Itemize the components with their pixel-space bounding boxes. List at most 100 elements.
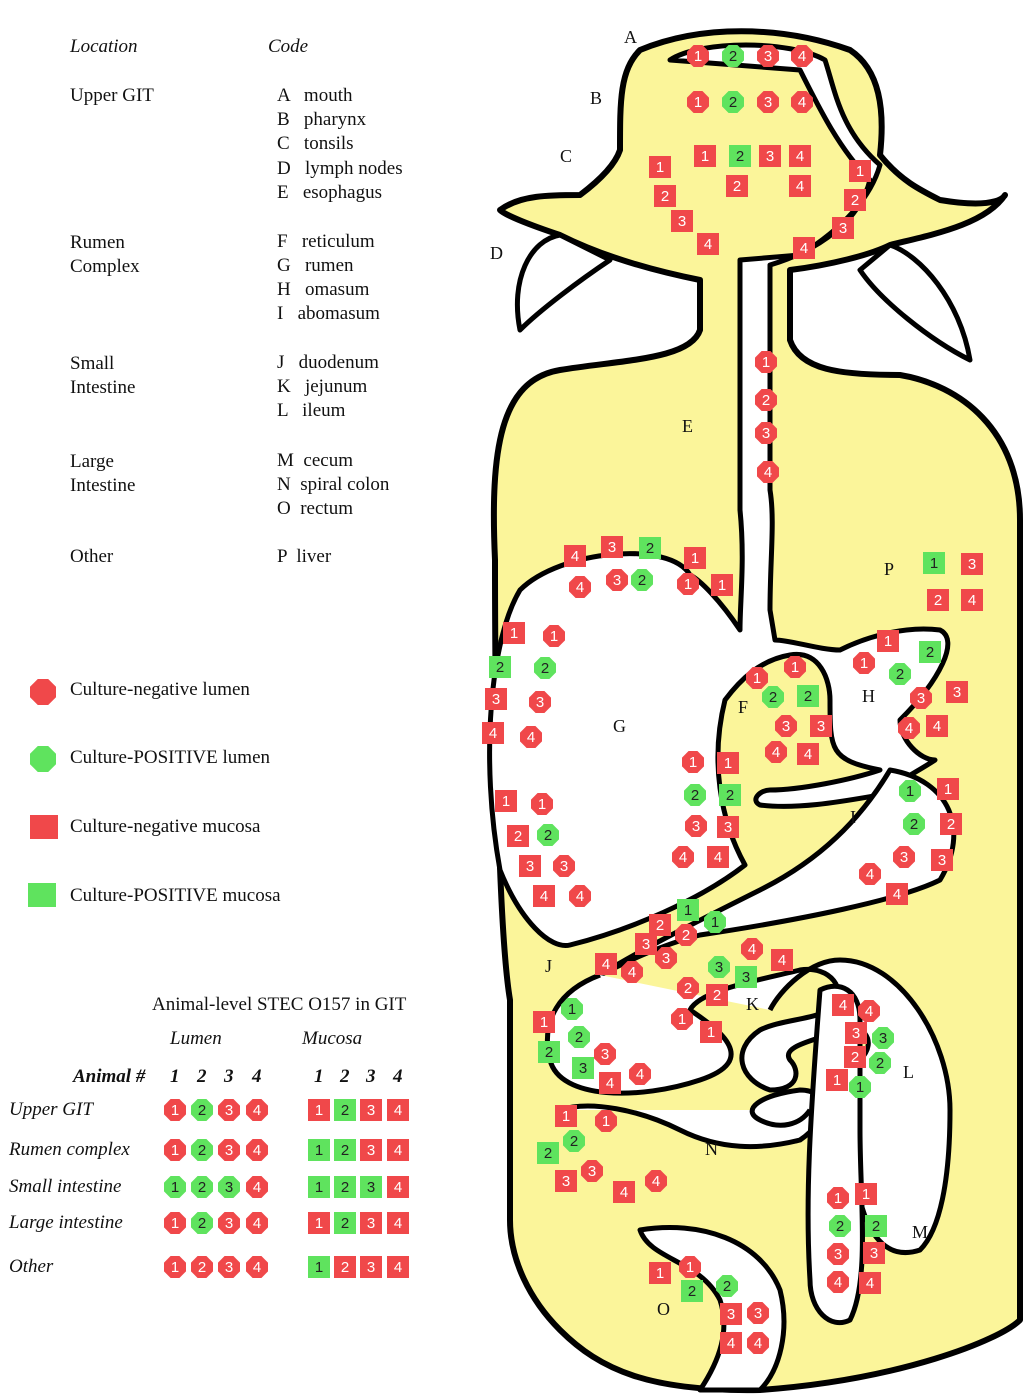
site-label-B: B	[590, 88, 602, 109]
mucosa-negative-marker: 1	[503, 622, 525, 644]
mucosa-negative-marker: 1	[855, 1183, 877, 1205]
lumen-negative-marker: 1	[679, 1256, 701, 1278]
mucosa-negative-marker: 1	[649, 156, 671, 178]
mucosa-negative-marker: 4	[832, 994, 854, 1016]
mucosa-negative-marker: 4	[771, 949, 793, 971]
mucosa-negative-marker: 3	[946, 681, 968, 703]
mucosa-negative-marker: 3	[519, 855, 541, 877]
mucosa-negative-marker: 4	[886, 883, 908, 905]
lumen-negative-marker: 3	[747, 1302, 769, 1324]
mucosa-negative-marker: 4	[595, 953, 617, 975]
mucosa-negative-marker: 4	[720, 1332, 742, 1354]
site-label-K: K	[746, 994, 759, 1015]
mucosa-negative-marker: 2	[507, 825, 529, 847]
lumen-negative-marker: 1	[827, 1187, 849, 1209]
mucosa-negative-marker: 3	[863, 1242, 885, 1264]
mucosa-negative-marker: 4	[599, 1072, 621, 1094]
mucosa-negative-marker: 3	[810, 715, 832, 737]
mucosa-negative-marker: 3	[717, 816, 739, 838]
site-label-E: E	[682, 416, 693, 437]
mucosa-negative-marker: 4	[797, 743, 819, 765]
mucosa-positive-marker: 3	[572, 1057, 594, 1079]
mucosa-negative-marker: 1	[826, 1069, 848, 1091]
mucosa-positive-marker: 2	[719, 784, 741, 806]
site-label-N: N	[705, 1139, 718, 1160]
lumen-negative-marker: 3	[827, 1243, 849, 1265]
mucosa-positive-marker: 2	[797, 685, 819, 707]
site-label-I: I	[850, 807, 856, 828]
mucosa-negative-marker: 1	[877, 630, 899, 652]
mucosa-negative-marker: 3	[832, 217, 854, 239]
mucosa-negative-marker: 1	[555, 1105, 577, 1127]
mucosa-negative-marker: 1	[684, 547, 706, 569]
site-label-F: F	[738, 697, 748, 718]
site-label-P: P	[884, 559, 894, 580]
site-label-C: C	[560, 146, 572, 167]
mucosa-positive-marker: 1	[923, 552, 945, 574]
lumen-positive-marker: 2	[563, 1130, 585, 1152]
lumen-negative-marker: 3	[594, 1043, 616, 1065]
mucosa-negative-marker: 4	[961, 589, 983, 611]
mucosa-positive-marker: 2	[919, 641, 941, 663]
mucosa-negative-marker: 2	[844, 189, 866, 211]
mucosa-negative-marker: 4	[564, 545, 586, 567]
mucosa-negative-marker: 4	[533, 885, 555, 907]
site-label-L: L	[903, 1062, 914, 1083]
lymph-node-right	[860, 245, 970, 360]
mucosa-positive-marker: 2	[729, 145, 751, 167]
mucosa-negative-marker: 2	[726, 175, 748, 197]
mucosa-negative-marker: 4	[859, 1272, 881, 1294]
mucosa-negative-marker: 3	[555, 1170, 577, 1192]
mucosa-positive-marker: 2	[538, 1041, 560, 1063]
mucosa-negative-marker: 2	[706, 984, 728, 1006]
lumen-negative-marker: 4	[629, 1063, 651, 1085]
mucosa-positive-marker: 2	[865, 1215, 887, 1237]
mucosa-negative-marker: 3	[931, 849, 953, 871]
mucosa-negative-marker: 2	[927, 589, 949, 611]
lumen-negative-marker: 1	[595, 1110, 617, 1132]
site-label-J: J	[545, 956, 552, 977]
mucosa-negative-marker: 4	[482, 722, 504, 744]
lumen-positive-marker: 1	[849, 1076, 871, 1098]
mucosa-negative-marker: 4	[926, 715, 948, 737]
site-label-O: O	[657, 1299, 670, 1320]
mucosa-positive-marker: 2	[537, 1142, 559, 1164]
mucosa-negative-marker: 4	[793, 237, 815, 259]
mucosa-negative-marker: 4	[789, 175, 811, 197]
mucosa-negative-marker: 4	[789, 145, 811, 167]
lumen-negative-marker: 4	[827, 1271, 849, 1293]
lumen-positive-marker: 3	[872, 1027, 894, 1049]
mucosa-negative-marker: 1	[711, 574, 733, 596]
mucosa-negative-marker: 2	[844, 1046, 866, 1068]
mucosa-negative-marker: 2	[654, 185, 676, 207]
mucosa-negative-marker: 1	[495, 790, 517, 812]
mucosa-negative-marker: 4	[613, 1181, 635, 1203]
mucosa-negative-marker: 1	[717, 752, 739, 774]
site-label-D: D	[490, 243, 503, 264]
mucosa-positive-marker: 2	[639, 537, 661, 559]
mucosa-negative-marker: 3	[720, 1303, 742, 1325]
mucosa-negative-marker: 4	[697, 233, 719, 255]
mucosa-negative-marker: 4	[707, 846, 729, 868]
mucosa-negative-marker: 3	[485, 688, 507, 710]
lumen-positive-marker: 2	[869, 1052, 891, 1074]
mucosa-negative-marker: 3	[635, 933, 657, 955]
mucosa-positive-marker: 2	[489, 656, 511, 678]
site-label-H: H	[862, 686, 875, 707]
lumen-negative-marker: 4	[645, 1170, 667, 1192]
mucosa-negative-marker: 1	[937, 778, 959, 800]
lumen-positive-marker: 2	[716, 1275, 738, 1297]
mucosa-negative-marker: 3	[759, 145, 781, 167]
lumen-negative-marker: 3	[581, 1160, 603, 1182]
mucosa-negative-marker: 1	[694, 145, 716, 167]
lumen-positive-marker: 2	[568, 1026, 590, 1048]
mucosa-negative-marker: 2	[940, 813, 962, 835]
lumen-negative-marker: 4	[747, 1332, 769, 1354]
mucosa-positive-marker: 3	[735, 966, 757, 988]
site-label-M: M	[912, 1222, 928, 1243]
mucosa-negative-marker: 3	[845, 1022, 867, 1044]
mucosa-negative-marker: 1	[533, 1011, 555, 1033]
mucosa-negative-marker: 3	[961, 553, 983, 575]
mucosa-negative-marker: 3	[601, 536, 623, 558]
mucosa-positive-marker: 2	[681, 1280, 703, 1302]
